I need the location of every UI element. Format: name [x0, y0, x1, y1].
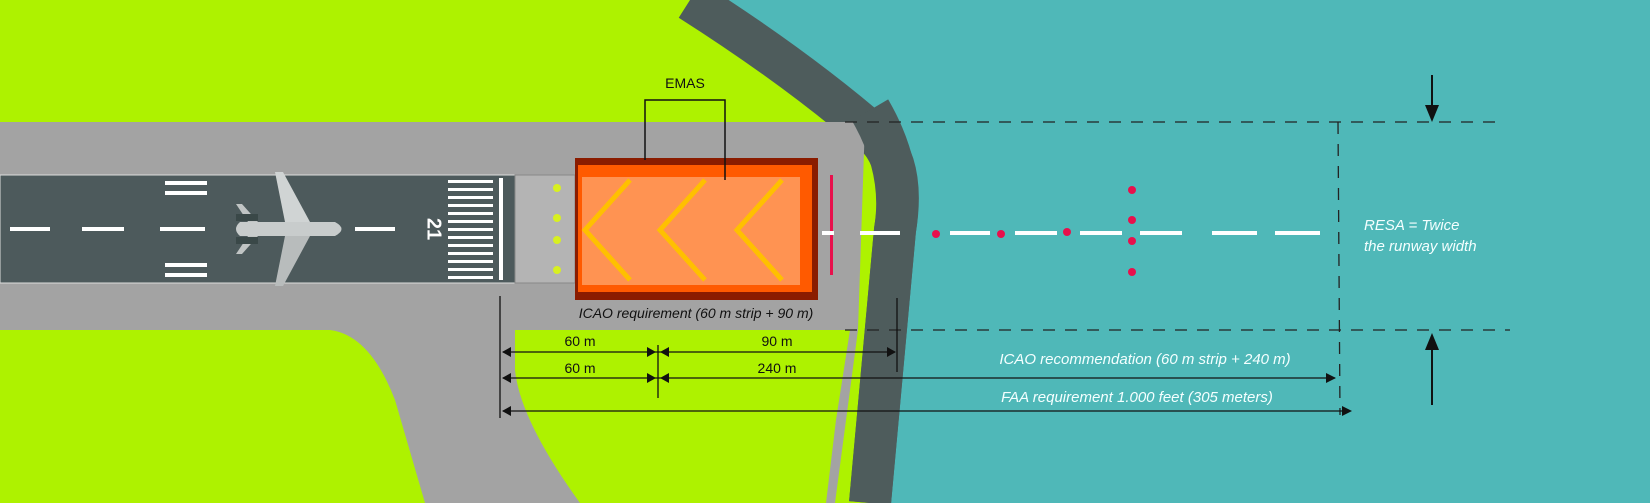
- centerline: [10, 227, 395, 231]
- dim-60m-a: 60 m: [564, 333, 595, 349]
- resa-label-line1: RESA = Twice: [1364, 217, 1459, 234]
- dim-90m: 90 m: [761, 333, 792, 349]
- threshold-markings: [448, 178, 503, 280]
- icao-recommendation-label: ICAO recommendation (60 m strip + 240 m): [999, 351, 1290, 368]
- airplane-icon: [236, 172, 342, 286]
- dim-60m-b: 60 m: [564, 360, 595, 376]
- extended-centerline: [822, 231, 1320, 235]
- emas-bed: [575, 158, 818, 300]
- emas-label: EMAS: [665, 75, 705, 91]
- dim-240m: 240 m: [758, 360, 797, 376]
- approach-lights: [932, 186, 1136, 276]
- resa-label-line2: the runway width: [1364, 238, 1477, 255]
- resa-boundary: [845, 121, 1510, 416]
- faa-requirement-label: FAA requirement 1.000 feet (305 meters): [1001, 389, 1273, 406]
- dimension-arrowheads: [502, 347, 1352, 416]
- icao-requirement-label: ICAO requirement (60 m strip + 90 m): [579, 305, 814, 321]
- grass-lower-left: [0, 330, 425, 503]
- dimension-lines: [499, 296, 1350, 418]
- end-light-bar: [830, 175, 833, 275]
- chevrons: [581, 178, 784, 282]
- blast-pad: [514, 174, 576, 284]
- threshold-lights: [553, 184, 561, 274]
- runway-number: 21: [423, 218, 445, 240]
- resa-width-arrows: [1425, 75, 1439, 405]
- emas-leader-line: [644, 99, 726, 180]
- grass-lower-mid: [515, 330, 850, 503]
- touchdown-markings: [165, 181, 207, 277]
